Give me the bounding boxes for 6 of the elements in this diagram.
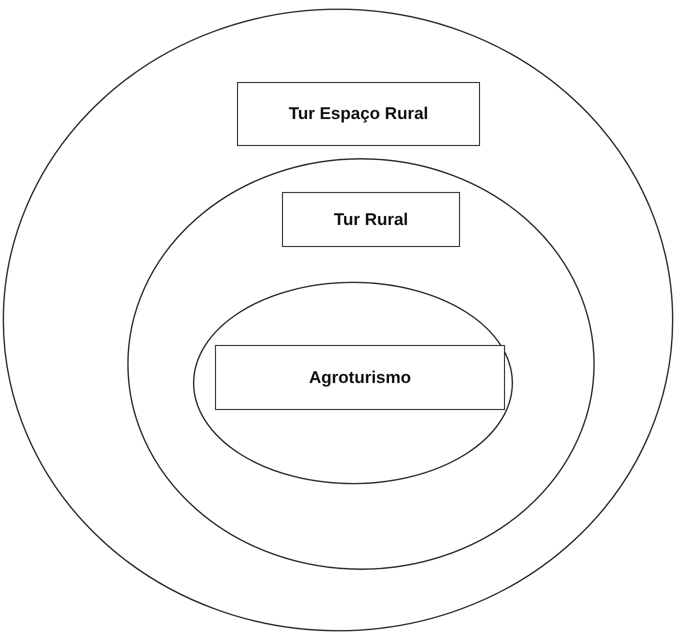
ellipse-shape	[2, 8, 674, 632]
label-box: Tur Espaço Rural	[237, 82, 480, 146]
ellipse-shape	[193, 282, 513, 484]
ellipse-shape	[127, 158, 595, 570]
label-box: Agroturismo	[215, 345, 505, 410]
label-box: Tur Rural	[282, 192, 460, 247]
